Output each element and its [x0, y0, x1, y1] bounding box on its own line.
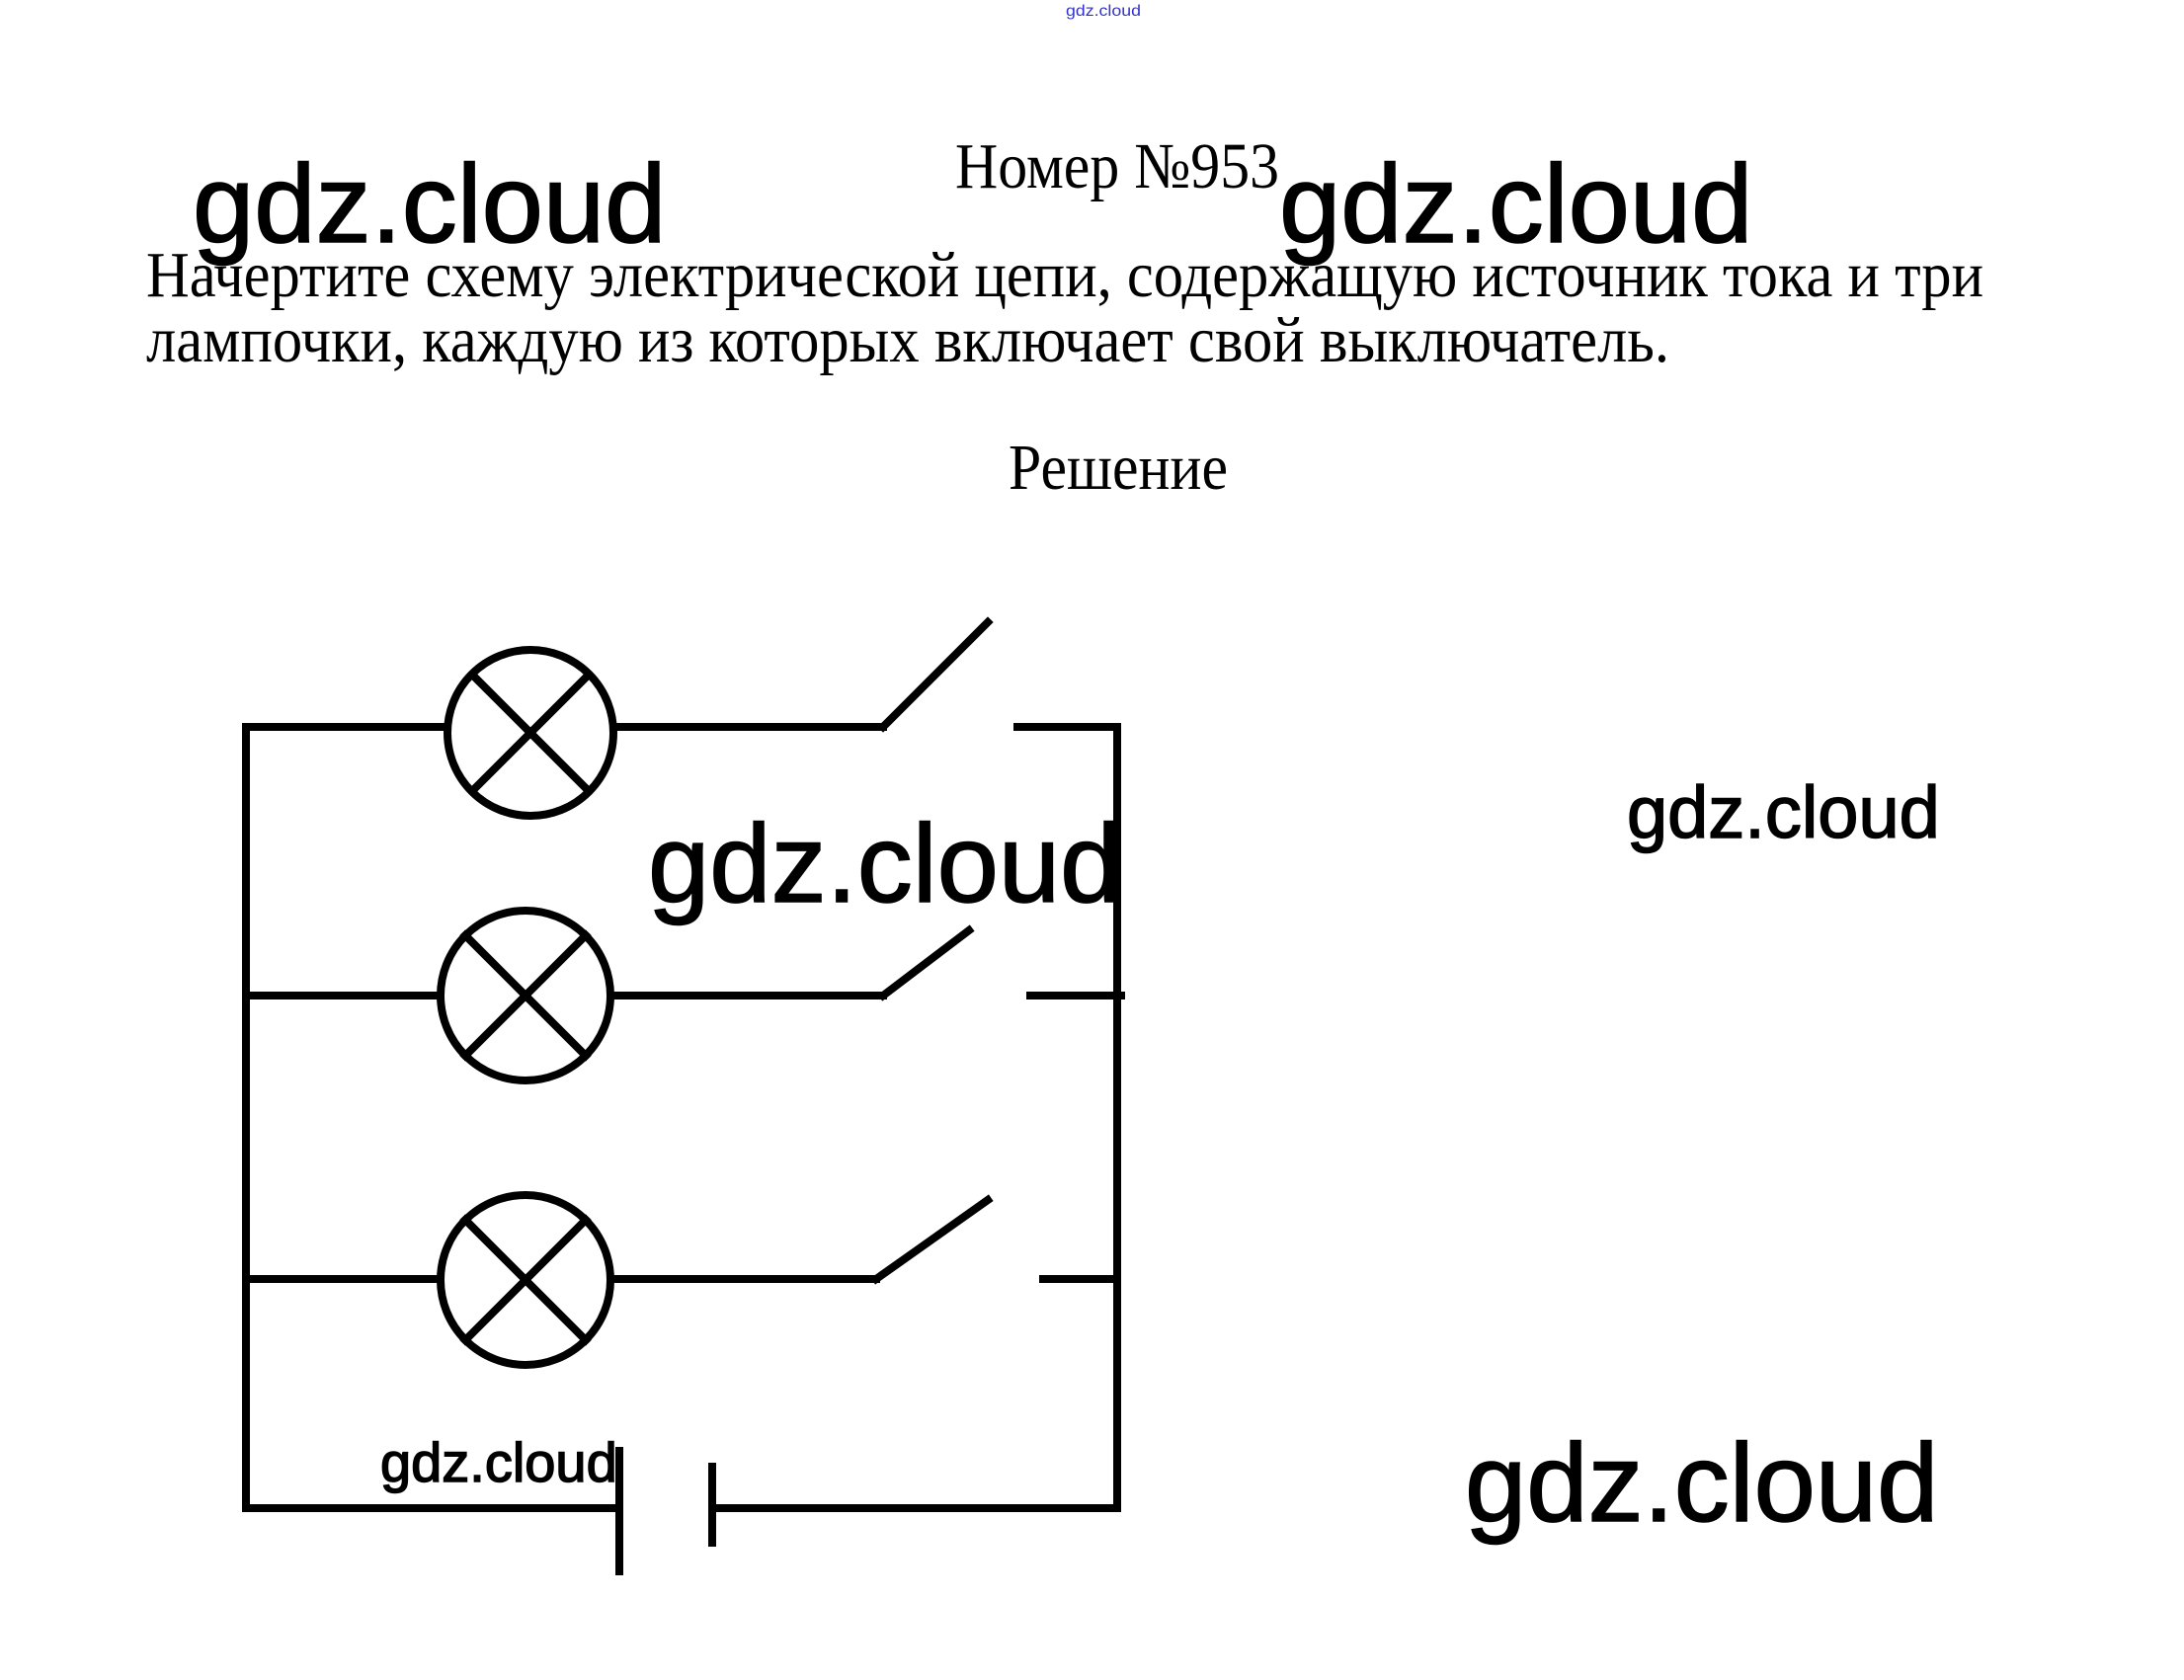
switch-1	[877, 616, 994, 733]
watermark: gdz.cloud	[380, 1431, 617, 1493]
watermark: gdz.cloud	[648, 802, 1121, 925]
page-title: Номер №953	[955, 130, 1279, 202]
header-link[interactable]: gdz.cloud	[1066, 3, 1141, 20]
watermark: gdz.cloud	[1279, 142, 1752, 266]
circuit-wires	[242, 723, 1125, 1512]
watermark: gdz.cloud	[1627, 771, 1940, 853]
battery	[615, 1447, 716, 1575]
task-text-line-2: лампочки, каждую из которых включает сво…	[146, 304, 1669, 376]
lamp-3	[437, 1191, 614, 1369]
lamp-1	[444, 646, 617, 820]
watermark: gdz.cloud	[193, 142, 666, 266]
switch-3	[870, 1194, 994, 1285]
circuit-diagram	[242, 616, 1125, 1575]
solution-heading: Решение	[1009, 432, 1228, 504]
watermark: gdz.cloud	[1465, 1421, 1938, 1545]
task-text-line-1: Начертите схему электрической цепи, соде…	[146, 239, 1983, 311]
switch-2	[877, 924, 975, 1001]
lamp-2	[437, 907, 614, 1084]
